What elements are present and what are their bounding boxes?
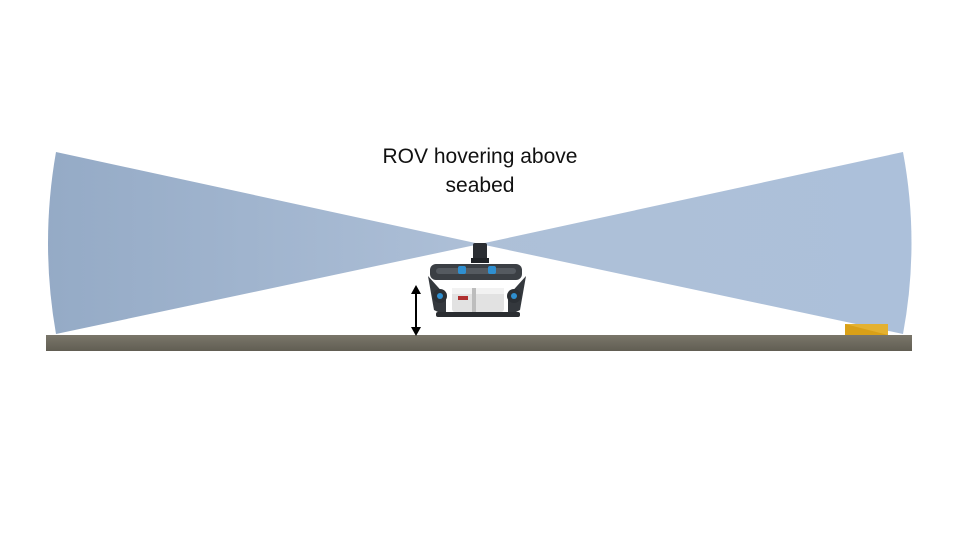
double-arrow-icon [411,285,421,336]
seabed [46,335,912,351]
sonar-head-icon [471,243,489,263]
rov-icon [428,243,526,317]
diagram-caption: ROV hovering above seabed [330,142,630,200]
caption-line-2: seabed [445,174,515,197]
caption-line-1: ROV hovering above [382,145,578,168]
sonar-beam-left [48,152,480,334]
seabed-target-icon [845,324,888,335]
sonar-beam-right [480,152,912,334]
